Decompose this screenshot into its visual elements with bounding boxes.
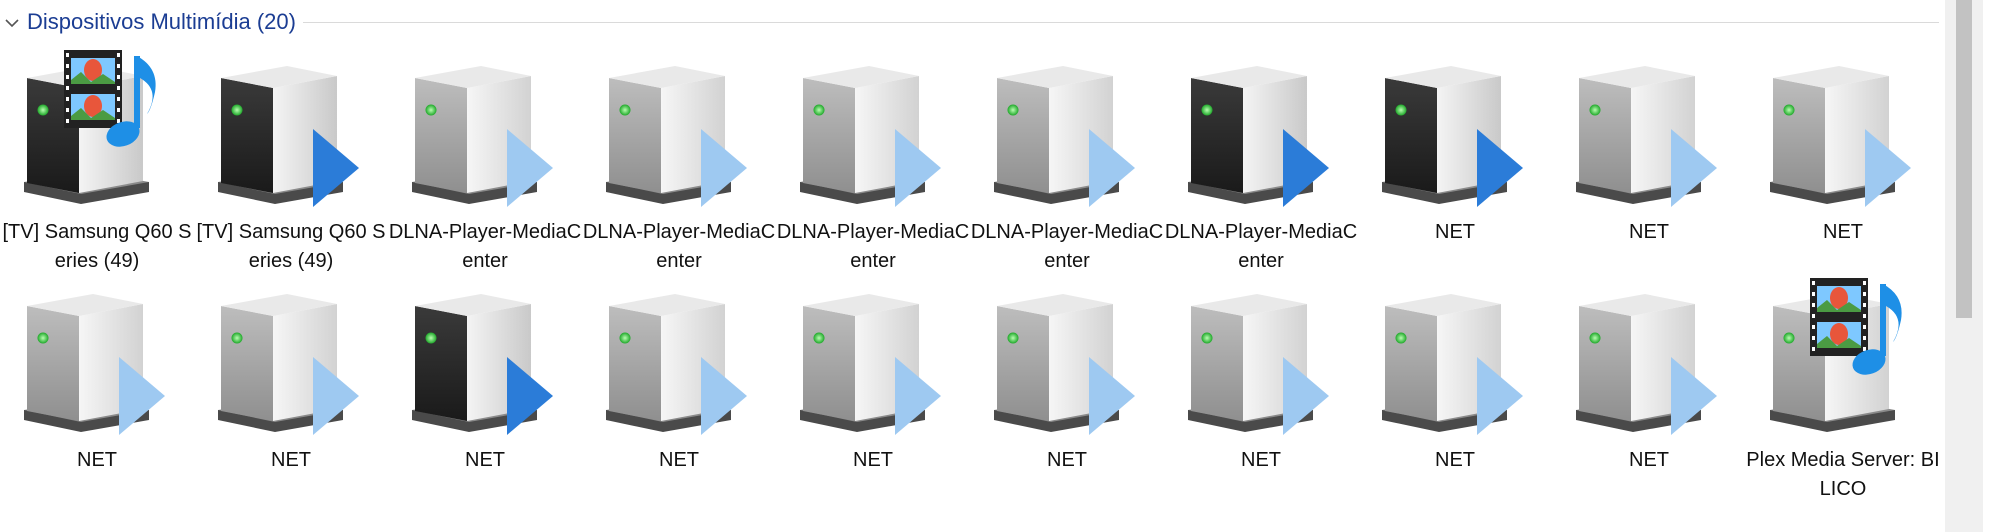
device-label: DLNA-Player-MediaCenter bbox=[776, 221, 970, 272]
device-label: NET bbox=[271, 449, 311, 471]
media-device-play-icon bbox=[1770, 66, 1911, 207]
device-item[interactable]: Plex Media Server: BILICO bbox=[1746, 278, 1940, 500]
media-device-play-icon bbox=[1576, 66, 1717, 207]
device-label: [TV] Samsung Q60 Series (49) bbox=[2, 221, 192, 272]
device-label: NET bbox=[1823, 221, 1863, 243]
device-item[interactable]: DLNA-Player-MediaCenter bbox=[388, 50, 582, 272]
device-label: DLNA-Player-MediaCenter bbox=[582, 221, 776, 272]
media-device-play-icon bbox=[800, 294, 941, 435]
device-label: DLNA-Player-MediaCenter bbox=[970, 221, 1164, 272]
device-item[interactable]: DLNA-Player-MediaCenter bbox=[1164, 50, 1358, 272]
device-item[interactable]: NET bbox=[1552, 278, 1746, 498]
device-label: DLNA-Player-MediaCenter bbox=[388, 221, 582, 272]
device-item[interactable]: DLNA-Player-MediaCenter bbox=[776, 50, 970, 272]
device-item[interactable]: DLNA-Player-MediaCenter bbox=[582, 50, 776, 272]
device-item[interactable]: NET bbox=[388, 278, 582, 498]
device-item[interactable]: NET bbox=[194, 278, 388, 498]
device-label: NET bbox=[1435, 221, 1475, 243]
device-grid: [TV] Samsung Q60 Series (49) [TV] Samsun… bbox=[0, 50, 1940, 514]
device-label: NET bbox=[77, 449, 117, 471]
media-device-play-icon bbox=[218, 66, 359, 207]
device-item[interactable]: NET bbox=[1746, 50, 1940, 270]
device-label: NET bbox=[1047, 449, 1087, 471]
device-label: NET bbox=[1629, 449, 1669, 471]
device-item[interactable]: NET bbox=[1164, 278, 1358, 498]
media-device-play-icon bbox=[994, 294, 1135, 435]
group-header[interactable]: Dispositivos Multimídia (20) bbox=[0, 0, 1939, 46]
device-label: NET bbox=[1241, 449, 1281, 471]
device-label: NET bbox=[659, 449, 699, 471]
device-item[interactable]: NET bbox=[1552, 50, 1746, 270]
device-label: [TV] Samsung Q60 Series (49) bbox=[196, 221, 386, 272]
device-label: NET bbox=[1629, 221, 1669, 243]
media-device-play-icon bbox=[24, 294, 165, 435]
media-server-icon bbox=[24, 50, 156, 204]
media-device-play-icon bbox=[606, 294, 747, 435]
media-device-play-icon bbox=[606, 66, 747, 207]
media-device-play-icon bbox=[1188, 66, 1329, 207]
device-item[interactable]: NET bbox=[970, 278, 1164, 498]
device-item[interactable]: NET bbox=[1358, 278, 1552, 498]
group-title[interactable]: Dispositivos Multimídia (20) bbox=[27, 9, 296, 34]
scrollbar-thumb[interactable] bbox=[1956, 0, 1972, 318]
device-item[interactable]: NET bbox=[0, 278, 194, 498]
media-device-play-icon bbox=[994, 66, 1135, 207]
media-server-icon bbox=[1770, 278, 1902, 432]
device-item[interactable]: [TV] Samsung Q60 Series (49) bbox=[194, 50, 388, 272]
chevron-down-icon[interactable] bbox=[4, 15, 20, 31]
media-device-play-icon bbox=[1382, 66, 1523, 207]
device-label: NET bbox=[465, 449, 505, 471]
device-item[interactable]: DLNA-Player-MediaCenter bbox=[970, 50, 1164, 272]
device-item[interactable]: NET bbox=[776, 278, 970, 498]
device-label: DLNA-Player-MediaCenter bbox=[1164, 221, 1358, 272]
media-device-play-icon bbox=[1576, 294, 1717, 435]
device-item[interactable]: NET bbox=[582, 278, 776, 498]
media-device-play-icon bbox=[412, 66, 553, 207]
device-label: Plex Media Server: BILICO bbox=[1746, 449, 1940, 500]
device-item[interactable]: NET bbox=[1358, 50, 1552, 270]
media-device-play-icon bbox=[1188, 294, 1329, 435]
device-label: NET bbox=[1435, 449, 1475, 471]
device-item[interactable]: [TV] Samsung Q60 Series (49) bbox=[0, 50, 194, 272]
media-device-play-icon bbox=[800, 66, 941, 207]
media-device-play-icon bbox=[1382, 294, 1523, 435]
group-divider bbox=[303, 22, 1939, 23]
media-device-play-icon bbox=[218, 294, 359, 435]
device-label: NET bbox=[853, 449, 893, 471]
media-device-play-icon bbox=[412, 294, 553, 435]
